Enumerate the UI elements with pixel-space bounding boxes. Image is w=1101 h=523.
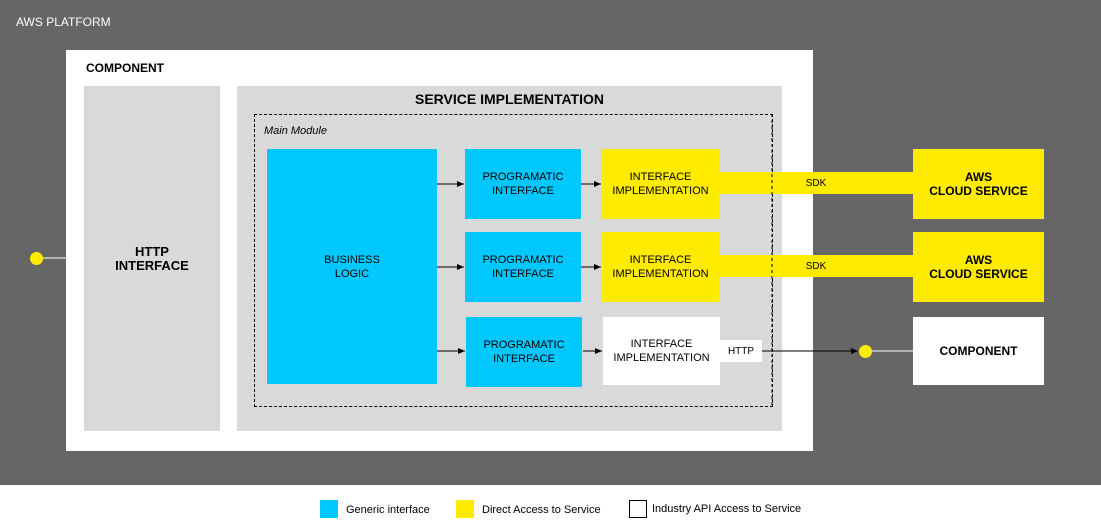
entry-point-dot [30,252,43,265]
interface-implementation-3: INTERFACE IMPLEMENTATION [603,317,720,385]
main-module-title: Main Module [264,125,327,137]
component-endpoint-dot [859,345,872,358]
programatic-interface-3: PROGRAMATIC INTERFACE [466,317,582,387]
programatic-interface-2: PROGRAMATIC INTERFACE [465,232,581,302]
legend-label-direct: Direct Access to Service [482,504,601,516]
aws-cloud-service-2: AWS CLOUD SERVICE [913,232,1044,302]
legend-swatch-generic [320,500,338,518]
sdk-connector-2: SDK [718,255,914,277]
component-title: COMPONENT [86,61,164,75]
legend-label-industry: Industry API Access to Service [652,503,802,515]
interface-implementation-1: INTERFACE IMPLEMENTATION [602,149,719,219]
service-implementation-title: SERVICE IMPLEMENTATION [414,91,604,107]
programatic-interface-1: PROGRAMATIC INTERFACE [465,149,581,219]
interface-implementation-2: INTERFACE IMPLEMENTATION [602,232,719,302]
aws-cloud-service-1: AWS CLOUD SERVICE [913,149,1044,219]
sdk-connector-1: SDK [718,172,914,194]
legend-swatch-industry [629,500,647,518]
legend-swatch-direct [456,500,474,518]
external-component: COMPONENT [913,317,1044,385]
http-connector-label: HTTP [720,340,762,362]
legend-label-generic: Generic interface [346,504,430,516]
http-interface: HTTP INTERFACE [84,86,220,431]
business-logic: BUSINESS LOGIC [267,149,437,384]
platform-title: AWS PLATFORM [16,15,111,29]
